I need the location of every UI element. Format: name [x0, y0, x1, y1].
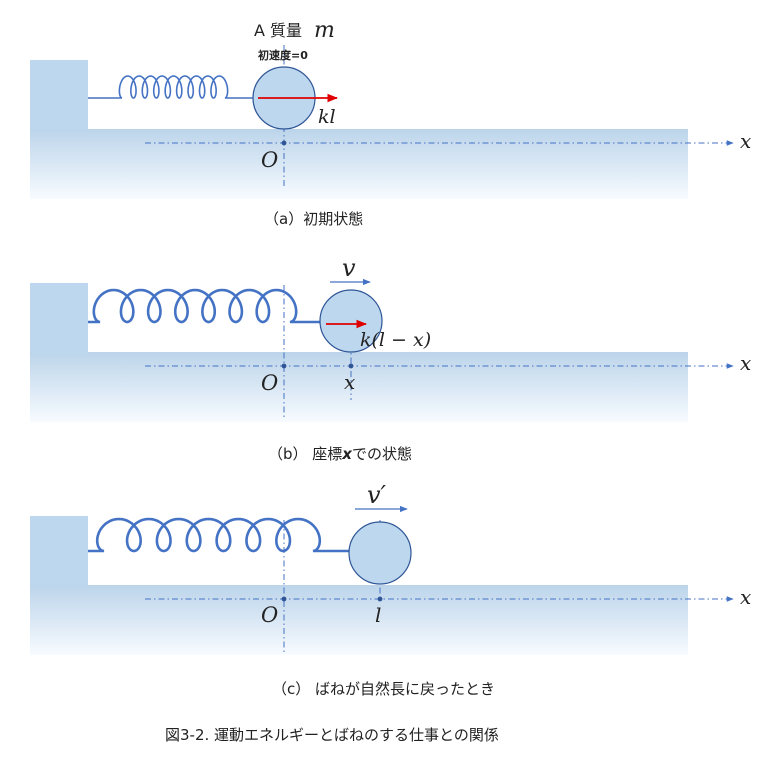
axis-label-b: x	[740, 351, 751, 375]
ball-b	[319, 289, 383, 353]
floor-b	[30, 352, 688, 422]
force-label-b: k(l − x)	[360, 329, 431, 351]
position-label-c: l	[375, 603, 381, 627]
caption-b: （b） 座標xでの状態	[268, 445, 412, 463]
spring-b	[88, 288, 320, 324]
caption-b-prefix: （b） 座標	[268, 445, 342, 463]
origin-label-c: O	[261, 603, 278, 627]
axis-label-a: x	[740, 129, 751, 153]
position-label-b: x	[344, 370, 355, 394]
initial-velocity-label: 初速度=0	[258, 48, 308, 62]
velocity-label-b: v	[342, 254, 356, 282]
mass-prefix: A 質量	[254, 21, 302, 40]
floor-c	[30, 585, 688, 655]
panel-c: v′ O l x （c） ばねが自然長に戻ったとき	[30, 481, 751, 698]
position-dot-c	[377, 596, 383, 602]
wall-block-c	[30, 516, 88, 586]
spring-c	[88, 517, 349, 553]
wall-block-b	[30, 283, 88, 353]
force-label-a: kl	[318, 106, 336, 128]
caption-b-suffix: での状態	[352, 445, 412, 463]
caption-b-var: x	[341, 445, 353, 463]
position-dot-b	[348, 363, 354, 369]
wall-block-a	[30, 60, 88, 130]
origin-dot-a	[281, 140, 287, 146]
caption-a: （a）初期状態	[264, 210, 363, 228]
panel-b: v k(l − x) O x x （b） 座標xでの状態	[30, 254, 751, 463]
caption-c: （c） ばねが自然長に戻ったとき	[272, 680, 495, 698]
origin-label-b: O	[261, 371, 278, 395]
ball-c	[348, 521, 412, 585]
origin-dot-b	[281, 363, 287, 369]
origin-dot-c	[281, 596, 287, 602]
origin-label-a: O	[261, 148, 278, 172]
panel-a: A 質量 m 初速度=0 kl O x （a）初期状態	[30, 18, 751, 228]
floor-a	[30, 129, 688, 199]
spring-a	[88, 75, 253, 99]
axis-label-c: x	[740, 585, 751, 609]
figure-caption: 図3-2. 運動エネルギーとばねのする仕事との関係	[165, 726, 499, 744]
velocity-label-c: v′	[367, 481, 387, 509]
mass-symbol: m	[314, 18, 335, 43]
